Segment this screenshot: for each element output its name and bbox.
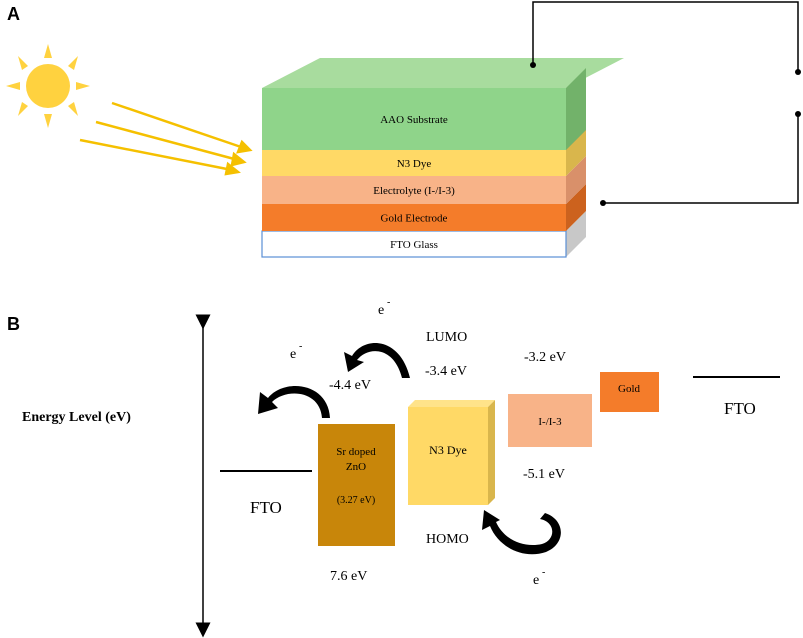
light-ray xyxy=(111,101,245,150)
light-ray xyxy=(79,138,233,172)
switch-dot xyxy=(795,69,801,75)
layer-electrolyte-i-i-3: Electrolyte (I-/I-3) xyxy=(262,156,586,204)
homo-label: HOMO xyxy=(426,532,469,547)
sun-icon xyxy=(6,44,90,128)
redox-top-value: -3.2 eV xyxy=(524,350,566,365)
dye-lumo-value: -3.4 eV xyxy=(425,364,467,379)
layer-label: FTO Glass xyxy=(390,239,438,251)
gold-name: Gold xyxy=(618,383,641,395)
layer-fto-glass: FTO Glass xyxy=(261,211,586,258)
dye-block xyxy=(408,400,495,505)
curved-arrow-dye-to-zno xyxy=(344,343,410,378)
ray-arrowhead xyxy=(230,151,247,167)
energy-axis-label: Energy Level (eV) xyxy=(22,410,131,425)
ray-arrowhead xyxy=(224,161,241,176)
layer-n3-dye: N3 Dye xyxy=(262,130,586,176)
redox-name: I-/I-3 xyxy=(538,416,562,428)
zno-bandgap: (3.27 eV) xyxy=(337,495,375,506)
fto-left-label: FTO xyxy=(250,498,282,517)
curved-arrow-zno-to-fto xyxy=(258,386,330,418)
curved-arrow-redox-to-dye xyxy=(482,510,561,555)
sun-disc xyxy=(26,64,70,108)
layer-label: AAO Substrate xyxy=(380,114,448,126)
zno-name-line2: ZnO xyxy=(346,461,366,473)
panel-b-label: B xyxy=(7,314,20,334)
terminal-dot xyxy=(530,62,536,68)
gold-block xyxy=(600,372,659,412)
circuit-wire-top xyxy=(532,1,799,72)
layer-gold-electrode: Gold Electrode xyxy=(262,184,586,231)
light-ray xyxy=(95,120,239,162)
circuit-wire-bottom xyxy=(603,114,799,204)
sun-rays xyxy=(6,44,90,128)
terminal-dot xyxy=(600,200,606,206)
electron-label: e - xyxy=(378,297,390,318)
lumo-label: LUMO xyxy=(426,330,467,345)
light-rays xyxy=(79,101,253,176)
external-circuit xyxy=(532,1,799,204)
electron-label: e - xyxy=(533,567,545,588)
layer-aao-substrate: AAO Substrate xyxy=(262,58,624,150)
zno-name-line1: Sr doped xyxy=(336,446,376,458)
svg-text:e: e xyxy=(533,573,539,588)
ray-arrowhead xyxy=(236,139,253,154)
redox-bottom-value: -5.1 eV xyxy=(523,467,565,482)
svg-text:-: - xyxy=(387,297,390,308)
svg-text:-: - xyxy=(542,567,545,578)
zno-vb-value: 7.6 eV xyxy=(330,569,367,584)
dye-name: N3 Dye xyxy=(429,443,467,457)
electron-transfer-arrows xyxy=(258,343,561,555)
redox-block xyxy=(508,394,592,447)
svg-text:-: - xyxy=(299,341,302,352)
cell-stack: FTO Glass Gold Electrode Electrolyte (I-/I… xyxy=(261,58,624,258)
layer-label: Electrolyte (I-/I-3) xyxy=(373,185,455,197)
electron-label: e - xyxy=(290,341,302,362)
svg-text:e: e xyxy=(378,303,384,318)
switch-dot xyxy=(795,111,801,117)
panel-a-label: A xyxy=(7,4,20,24)
zno-cb-value: -4.4 eV xyxy=(329,378,371,393)
layer-label: N3 Dye xyxy=(397,158,432,170)
layer-label: Gold Electrode xyxy=(381,213,448,225)
fto-right-label: FTO xyxy=(724,399,756,418)
zno-block xyxy=(318,424,395,546)
svg-text:e: e xyxy=(290,347,296,362)
